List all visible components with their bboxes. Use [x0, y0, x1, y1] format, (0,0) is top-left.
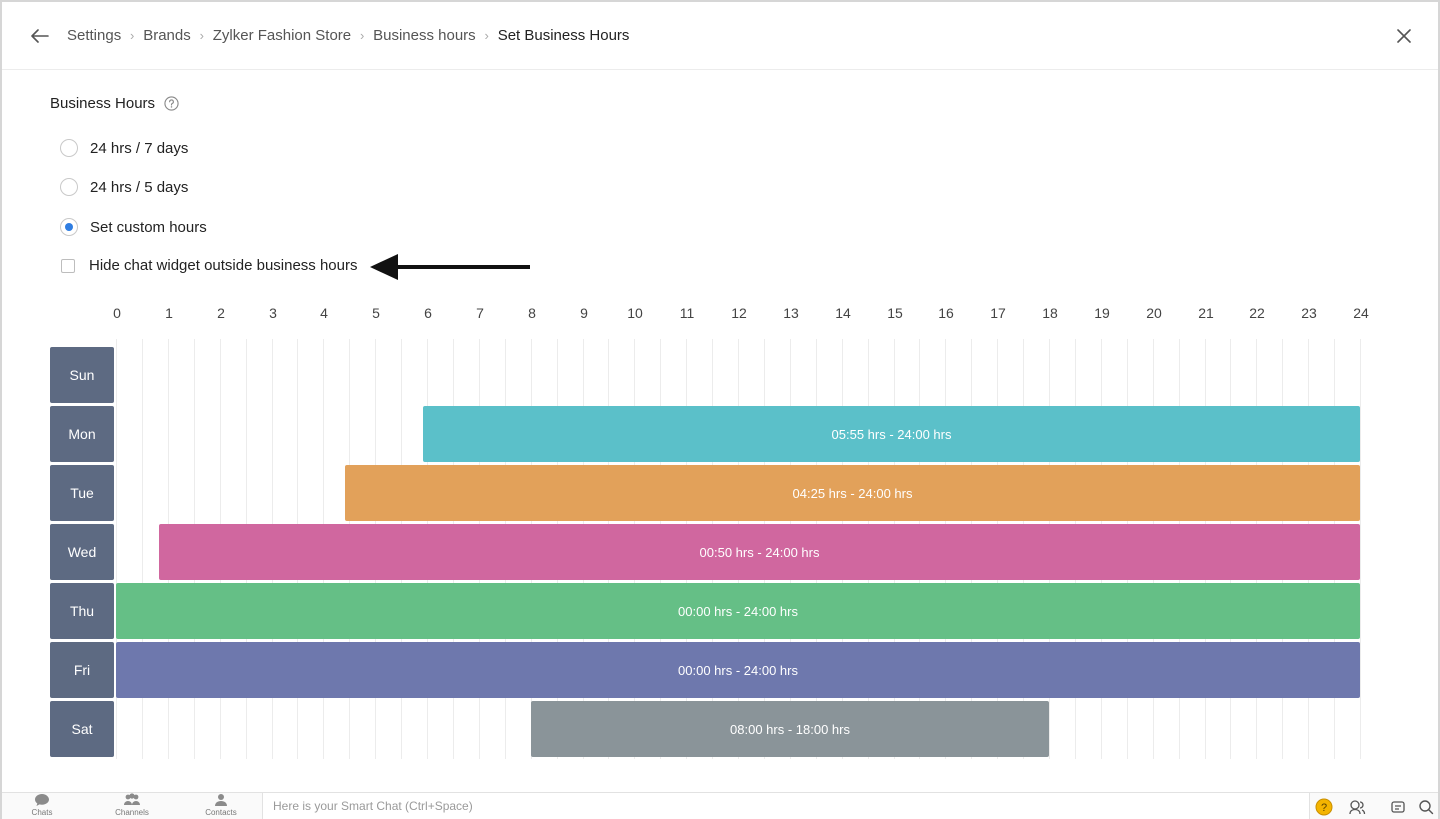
day-label-sat: Sat [50, 701, 114, 757]
tick-label: 6 [424, 305, 432, 321]
chevron-right-icon: › [484, 27, 489, 43]
grid-line [142, 339, 143, 759]
radio-24x7[interactable] [60, 139, 78, 157]
bottom-bar: Chats Channels Contacts ? [2, 792, 1438, 819]
feedback-icon [1391, 801, 1405, 813]
top-header: Settings › Brands › Zylker Fashion Store… [2, 2, 1438, 70]
tick-label: 8 [528, 305, 536, 321]
tick-label: 12 [731, 305, 747, 321]
tick-label: 2 [217, 305, 225, 321]
day-label-mon: Mon [50, 406, 114, 462]
tick-label: 0 [113, 305, 121, 321]
option-label: 24 hrs / 7 days [90, 139, 189, 157]
chat-icon [35, 794, 49, 806]
option-24x7[interactable]: 24 hrs / 7 days [60, 139, 188, 157]
visitors-button[interactable] [1347, 797, 1367, 817]
nav-contacts[interactable]: Contacts [191, 793, 251, 819]
help-icon: ? [1315, 798, 1333, 816]
tick-label: 9 [580, 305, 588, 321]
breadcrumb-business-hours[interactable]: Business hours [373, 26, 476, 44]
hours-bar-tue[interactable]: 04:25 hrs - 24:00 hrs [345, 465, 1360, 521]
close-icon [1397, 29, 1411, 43]
option-label: Set custom hours [90, 218, 207, 236]
radio-custom-hours[interactable] [60, 218, 78, 236]
hours-bar-thu[interactable]: 00:00 hrs - 24:00 hrs [116, 583, 1360, 639]
tick-label: 21 [1198, 305, 1214, 321]
day-label-tue: Tue [50, 465, 114, 521]
tick-label: 15 [887, 305, 903, 321]
feedback-button[interactable] [1388, 797, 1408, 817]
day-label-wed: Wed [50, 524, 114, 580]
nav-chats[interactable]: Chats [12, 793, 72, 819]
annotation-arrow [368, 252, 534, 287]
tick-label: 13 [783, 305, 799, 321]
svg-text:?: ? [1321, 802, 1327, 814]
people-icon [1349, 800, 1366, 815]
chevron-right-icon: › [130, 27, 135, 43]
tick-label: 11 [679, 305, 695, 321]
hide-widget-label: Hide chat widget outside business hours [89, 257, 358, 274]
hours-bar-wed[interactable]: 00:50 hrs - 24:00 hrs [159, 524, 1360, 580]
tick-label: 14 [835, 305, 851, 321]
tick-label: 23 [1301, 305, 1317, 321]
hide-widget-checkbox[interactable] [61, 258, 75, 273]
option-label: 24 hrs / 5 days [90, 178, 189, 196]
arrow-left-icon [370, 254, 530, 280]
hours-bar-fri[interactable]: 00:00 hrs - 24:00 hrs [116, 642, 1360, 698]
tick-label: 18 [1042, 305, 1058, 321]
breadcrumb: Settings › Brands › Zylker Fashion Store… [67, 2, 629, 68]
tick-label: 1 [165, 305, 173, 321]
arrow-left-icon [31, 29, 49, 43]
contacts-icon [215, 794, 227, 806]
tick-label: 4 [320, 305, 328, 321]
tick-label: 16 [938, 305, 954, 321]
tick-label: 19 [1094, 305, 1110, 321]
tick-label: 22 [1249, 305, 1265, 321]
breadcrumb-current: Set Business Hours [497, 26, 630, 44]
tick-label: 5 [372, 305, 380, 321]
smart-chat-input[interactable] [273, 799, 1309, 813]
back-button[interactable] [26, 22, 54, 50]
tick-label: 3 [269, 305, 277, 321]
tick-label: 17 [990, 305, 1006, 321]
tick-label: 20 [1146, 305, 1162, 321]
option-24x5[interactable]: 24 hrs / 5 days [60, 178, 188, 196]
tick-label: 7 [476, 305, 484, 321]
tick-label: 24 [1353, 305, 1369, 321]
grid-line [116, 339, 117, 759]
nav-label: Channels [115, 808, 149, 817]
channels-icon [124, 793, 140, 805]
search-button[interactable] [1416, 797, 1436, 817]
search-icon [1419, 800, 1434, 815]
radio-24x5[interactable] [60, 178, 78, 196]
day-label-fri: Fri [50, 642, 114, 698]
nav-label: Contacts [205, 808, 237, 817]
chevron-right-icon: › [199, 27, 204, 43]
breadcrumb-settings[interactable]: Settings [67, 26, 122, 44]
tick-label: 10 [627, 305, 643, 321]
breadcrumb-brand-name[interactable]: Zylker Fashion Store [212, 26, 352, 44]
grid-line [1360, 339, 1361, 759]
day-label-thu: Thu [50, 583, 114, 639]
nav-label: Chats [31, 808, 53, 817]
hours-bar-mon[interactable]: 05:55 hrs - 24:00 hrs [423, 406, 1360, 462]
hours-bar-sat[interactable]: 08:00 hrs - 18:00 hrs [531, 701, 1049, 757]
option-custom[interactable]: Set custom hours [60, 218, 207, 236]
day-label-sun: Sun [50, 347, 114, 403]
close-button[interactable] [1390, 22, 1418, 50]
breadcrumb-brands[interactable]: Brands [143, 26, 191, 44]
section-title: Business Hours [50, 95, 179, 112]
hide-widget-row[interactable]: Hide chat widget outside business hours [61, 257, 358, 274]
help-icon[interactable] [164, 96, 179, 111]
nav-channels[interactable]: Channels [102, 793, 162, 819]
business-hours-title: Business Hours [50, 95, 156, 112]
chevron-right-icon: › [359, 27, 365, 43]
smart-chat-bar [262, 793, 1310, 819]
help-badge-button[interactable]: ? [1314, 797, 1334, 817]
